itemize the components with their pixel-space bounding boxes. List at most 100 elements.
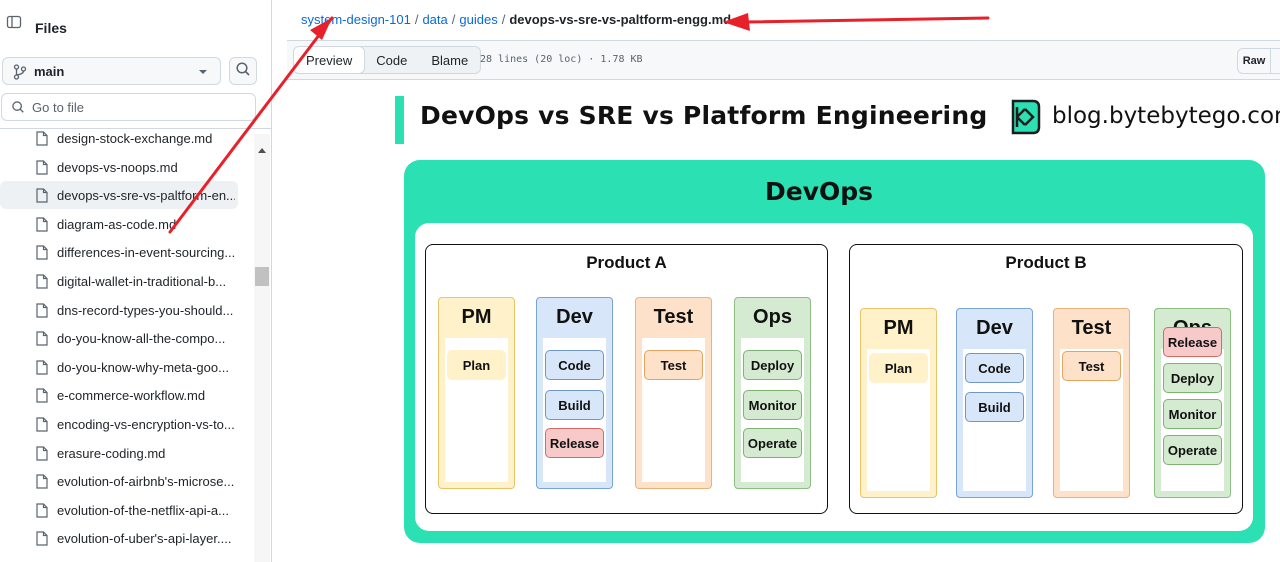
team-column: OpsReleaseDeployMonitorOperate [1154, 308, 1231, 498]
file-icon [36, 388, 48, 408]
file-name: design-stock-exchange.md [57, 131, 213, 146]
breadcrumb-repo-link[interactable]: system-design-101 [301, 12, 411, 27]
file-name: erasure-coding.md [57, 445, 166, 461]
raw-button[interactable]: Raw [1237, 48, 1271, 74]
file-tree-item[interactable]: differences-in-event-sourcing... [0, 238, 238, 266]
stage-chip: Build [545, 390, 604, 420]
rendered-diagram-image: DevOps vs SRE vs Platform Engineering bl… [287, 81, 1280, 562]
file-tree-item[interactable]: digital-wallet-in-traditional-b... [0, 267, 238, 295]
stage-chip: Code [545, 350, 604, 380]
go-to-file-input[interactable] [32, 98, 242, 116]
file-info: 28 lines (20 loc) · 1.78 KB [480, 54, 643, 65]
search-icon [235, 61, 251, 82]
file-tree-item[interactable]: dns-record-types-you-should... [0, 296, 238, 324]
file-tree-item[interactable]: diagram-as-code.md [0, 210, 238, 238]
team-title: PM [461, 306, 492, 328]
bytebytego-logo-icon [1009, 97, 1043, 142]
team-title: Test [1071, 317, 1112, 339]
file-name: evolution-of-airbnb's-microse... [57, 474, 235, 490]
scroll-up-arrow-icon[interactable] [258, 140, 266, 158]
file-name: digital-wallet-in-traditional-b... [57, 274, 227, 289]
file-tree-item[interactable]: design-stock-exchange.md [0, 124, 238, 152]
file-content-area: system-design-101/data/guides/devops-vs-… [287, 0, 1280, 562]
file-icon [36, 474, 48, 494]
file-name: devops-vs-noops.md [57, 159, 178, 175]
search-icon [11, 100, 25, 119]
copy-raw-button[interactable] [1271, 48, 1280, 74]
stage-chip: Monitor [743, 390, 802, 420]
devops-heading: DevOps [764, 177, 874, 206]
file-tree-item[interactable]: evolution-of-the-netflix-api-a... [0, 496, 238, 524]
files-heading: Files [35, 20, 67, 36]
branch-selector-button[interactable]: main [2, 57, 221, 85]
product-title: Product B [1005, 253, 1087, 272]
file-tree-item[interactable]: do-you-know-why-meta-goo... [0, 353, 238, 381]
breadcrumb-current-file: devops-vs-sre-vs-paltform-engg.md [509, 12, 732, 27]
file-tree-item[interactable]: evolution-of-uber's-api-layer.... [0, 524, 238, 552]
file-icon [36, 131, 48, 151]
branch-name: main [34, 64, 65, 79]
file-tree-item[interactable]: evolution-of-airbnb's-microse... [0, 467, 238, 495]
stage-chip: Test [644, 350, 703, 380]
stage-chip: Deploy [743, 350, 802, 380]
stage-chip: Test [1062, 351, 1121, 381]
file-name: differences-in-event-sourcing... [57, 245, 235, 261]
sidebar-collapse-icon[interactable] [4, 12, 24, 32]
breadcrumb-separator: / [501, 12, 506, 27]
team-title: Dev [976, 317, 1013, 339]
file-tree-item[interactable]: devops-vs-noops.md [0, 153, 238, 181]
team-column: PM Plan [860, 308, 937, 498]
stage-chip: Operate [1163, 435, 1222, 465]
search-button[interactable] [229, 57, 257, 85]
file-tree-item[interactable]: encoding-vs-encryption-vs-to... [0, 410, 238, 438]
breadcrumb-guides-link[interactable]: guides [459, 12, 498, 27]
breadcrumb-data-link[interactable]: data [422, 12, 448, 27]
file-name: devops-vs-sre-vs-paltform-en... [57, 188, 235, 204]
file-name: evolution-of-uber's-api-layer.... [57, 531, 232, 547]
stage-chip: Release [1163, 327, 1222, 357]
stage-chip: Plan [869, 353, 928, 383]
tab-preview[interactable]: Preview [293, 46, 366, 74]
caret-down-icon [198, 65, 208, 83]
file-tree-item[interactable]: e-commerce-workflow.md [0, 381, 238, 409]
file-icon [36, 159, 48, 180]
sidebar-scrollbar[interactable] [254, 134, 270, 562]
tab-code[interactable]: Code [376, 52, 408, 68]
git-branch-icon [13, 64, 27, 85]
scrollbar-thumb[interactable] [255, 267, 269, 286]
file-icon [36, 445, 48, 466]
file-icon [36, 245, 48, 265]
stage-chip: Operate [743, 428, 802, 458]
file-tree-item[interactable]: devops-vs-sre-vs-paltform-en... [0, 181, 238, 210]
file-icon [36, 188, 48, 208]
file-tree-item[interactable]: erasure-coding.md [0, 439, 238, 467]
stage-chip: Code [965, 353, 1024, 383]
file-tree-item[interactable]: do-you-know-all-the-compo... [0, 324, 238, 352]
file-name: dns-record-types-you-should... [57, 302, 234, 318]
team-column: PM Plan [438, 297, 515, 489]
file-name: encoding-vs-encryption-vs-to... [57, 417, 235, 432]
file-name: e-commerce-workflow.md [57, 388, 206, 404]
file-icon [36, 302, 48, 323]
view-mode-tabs: Preview Code Blame [293, 46, 482, 74]
file-icon [36, 360, 48, 380]
go-to-file-field[interactable] [1, 93, 256, 121]
file-name: do-you-know-why-meta-goo... [57, 359, 229, 375]
breadcrumb-separator: / [451, 12, 456, 27]
stage-chip: Plan [447, 350, 506, 380]
file-icon [36, 417, 48, 437]
stage-chip: Build [965, 392, 1024, 422]
diagram-title: DevOps vs SRE vs Platform Engineering [420, 101, 988, 130]
file-icon [36, 531, 48, 551]
file-name: diagram-as-code.md [57, 216, 177, 232]
tab-blame[interactable]: Blame [431, 52, 469, 68]
team-title: PM [883, 317, 914, 339]
product-title: Product A [586, 253, 667, 272]
file-name: evolution-of-the-netflix-api-a... [57, 502, 229, 518]
